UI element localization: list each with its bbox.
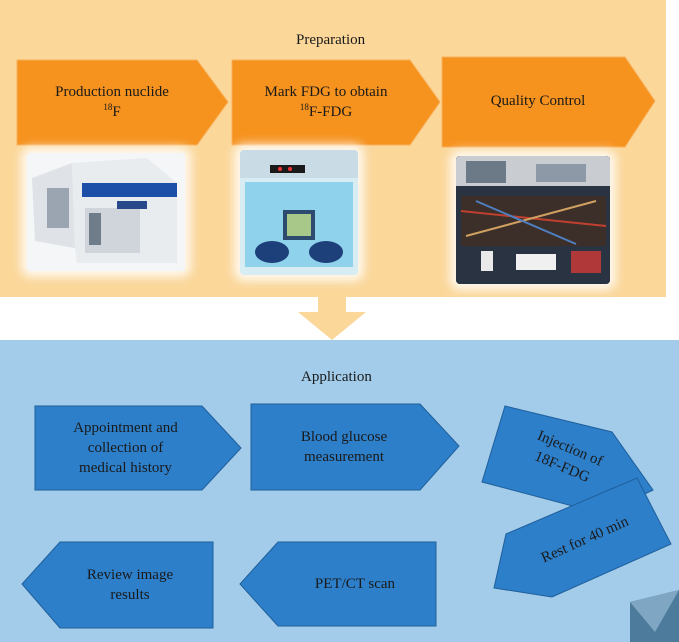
connector-arrow bbox=[298, 297, 366, 340]
prep-step-arrow-2 bbox=[231, 59, 441, 146]
app-step-arrow-2 bbox=[250, 403, 460, 491]
preparation-title: Preparation bbox=[296, 32, 366, 48]
app-step-arrow-5 bbox=[239, 541, 437, 627]
prep-step-arrow-1 bbox=[16, 59, 229, 146]
prep-step-3-label: Quality Control bbox=[490, 93, 586, 109]
app-step-arrow-6 bbox=[21, 541, 214, 629]
application-title: Application bbox=[301, 369, 372, 385]
cyclotron-photo bbox=[27, 153, 185, 271]
prep-step-arrow-3 bbox=[441, 56, 656, 148]
hot-cell-photo bbox=[240, 150, 358, 275]
app-step-arrow-1 bbox=[34, 405, 242, 491]
app-step-arrow-4 bbox=[493, 477, 672, 598]
app-step-5-label: PET/CT scan bbox=[314, 576, 396, 592]
page-curl-fold bbox=[630, 590, 679, 632]
quality-control-equipment-photo bbox=[456, 156, 610, 284]
